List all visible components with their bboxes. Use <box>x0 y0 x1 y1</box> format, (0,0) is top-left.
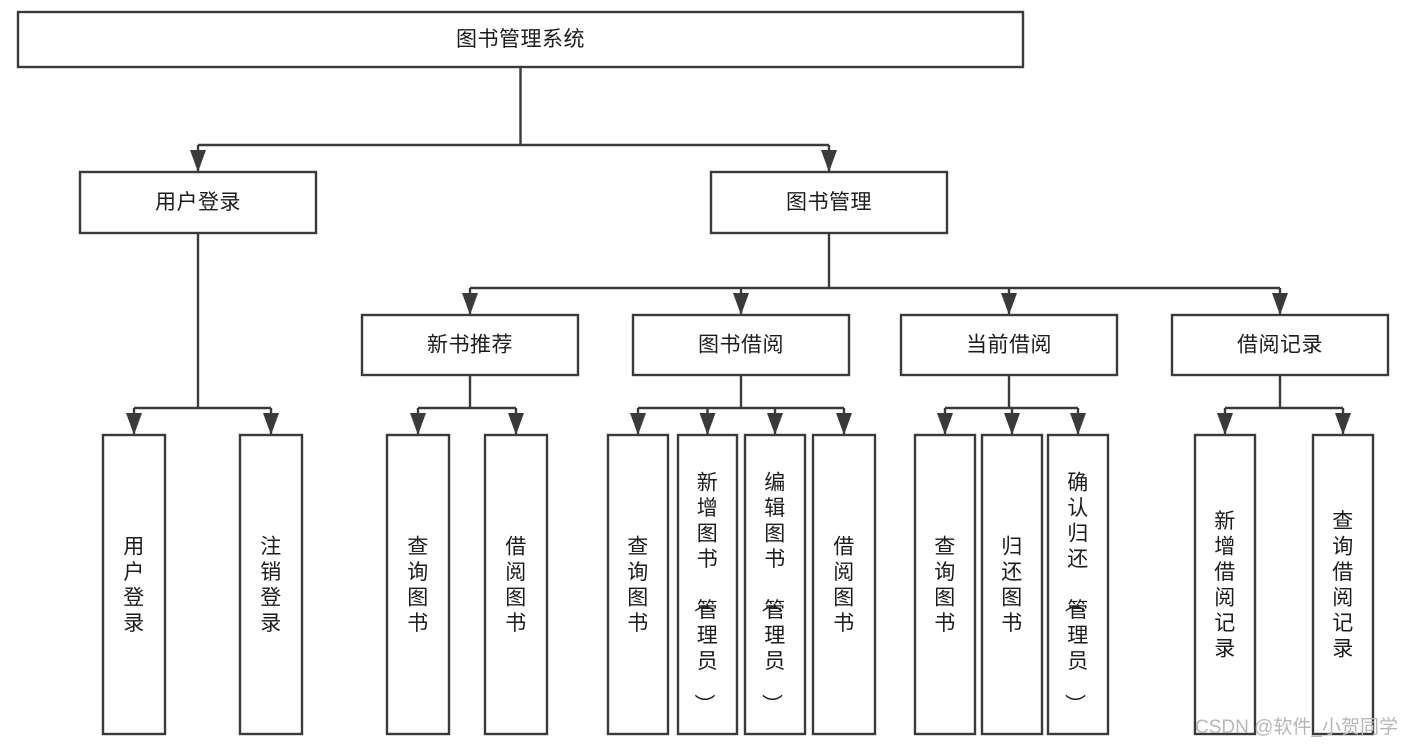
arrow-head-icon <box>126 413 142 435</box>
node-label: 借阅图书 <box>833 535 855 635</box>
node-query-borrow-record[interactable]: 查询借阅记录 <box>1311 433 1375 736</box>
arrow-head-icon <box>1070 413 1086 435</box>
arrow-head-icon <box>836 413 852 435</box>
node-box <box>238 433 304 736</box>
node-return-book[interactable]: 归还图书 <box>980 433 1044 736</box>
node-box <box>980 433 1044 736</box>
node-box <box>743 433 807 736</box>
node-borrow-record[interactable]: 借阅记录 <box>1170 313 1390 377</box>
node-query-book-3[interactable]: 查询图书 <box>913 433 977 736</box>
node-label: 借阅图书 <box>505 535 527 635</box>
arrow-head-icon <box>190 150 206 172</box>
arrow-head-icon <box>733 293 749 315</box>
node-label: 注销登录 <box>260 535 282 635</box>
node-box <box>606 433 670 736</box>
node-query-book-1[interactable]: 查询图书 <box>385 433 451 736</box>
node-user-logout-leaf[interactable]: 注销登录 <box>238 433 304 736</box>
arrow-head-icon <box>1001 293 1017 315</box>
node-user-login-leaf[interactable]: 用户登录 <box>101 433 167 736</box>
node-book-manage[interactable]: 图书管理 <box>709 170 949 235</box>
node-user-login[interactable]: 用户登录 <box>78 170 318 235</box>
node-box <box>1311 433 1375 736</box>
arrow-head-icon <box>263 413 279 435</box>
node-edit-book-admin[interactable]: 编辑图书（管理员） <box>743 433 807 736</box>
arrow-head-icon <box>508 413 524 435</box>
node-label: 当前借阅 <box>966 334 1052 357</box>
arrow-head-icon <box>1272 293 1288 315</box>
node-label: 图书管理系统 <box>456 28 585 51</box>
node-box <box>899 313 1119 377</box>
node-label: 用户登录 <box>123 535 145 635</box>
node-box <box>676 433 739 736</box>
node-label: 查询借阅记录 <box>1332 510 1354 661</box>
node-book-borrow[interactable]: 图书借阅 <box>631 313 851 377</box>
node-box <box>16 10 1025 69</box>
node-root[interactable]: 图书管理系统 <box>16 10 1025 69</box>
node-box <box>709 170 949 235</box>
node-label: 查询图书 <box>934 535 956 635</box>
node-box <box>483 433 549 736</box>
node-box <box>1170 313 1390 377</box>
node-add-borrow-record[interactable]: 新增借阅记录 <box>1193 433 1257 736</box>
arrow-head-icon <box>767 413 783 435</box>
node-box <box>631 313 851 377</box>
node-label: 编辑图书（管理员） <box>759 472 786 716</box>
arrow-head-icon <box>1004 413 1020 435</box>
node-label: 图书管理 <box>786 191 872 214</box>
node-box <box>811 433 877 736</box>
node-box <box>385 433 451 736</box>
node-current-borrow[interactable]: 当前借阅 <box>899 313 1119 377</box>
arrow-head-icon <box>462 293 478 315</box>
csdn-watermark: CSDN @软件_小贺同学 <box>1195 716 1398 738</box>
arrow-head-icon <box>821 150 837 172</box>
node-box <box>101 433 167 736</box>
node-label: 新增图书（管理员） <box>692 472 719 716</box>
node-label: 查询图书 <box>627 535 649 635</box>
node-box <box>1193 433 1257 736</box>
node-box <box>913 433 977 736</box>
node-confirm-return-admin[interactable]: 确认归还（管理员） <box>1046 433 1110 736</box>
arrow-head-icon <box>1335 413 1351 435</box>
node-label: 新书推荐 <box>427 334 513 357</box>
node-label: 归还图书 <box>1001 535 1023 635</box>
arrow-head-icon <box>630 413 646 435</box>
node-label: 借阅记录 <box>1237 334 1323 357</box>
node-add-book-admin[interactable]: 新增图书（管理员） <box>676 433 739 736</box>
arrow-head-icon <box>410 413 426 435</box>
node-new-book-recommend[interactable]: 新书推荐 <box>360 313 580 377</box>
node-label: 确认归还（管理员） <box>1062 472 1089 716</box>
node-label: 新增借阅记录 <box>1214 510 1236 661</box>
node-borrow-book-1[interactable]: 借阅图书 <box>483 433 549 736</box>
node-query-book-2[interactable]: 查询图书 <box>606 433 670 736</box>
node-label: 用户登录 <box>155 191 241 214</box>
node-borrow-book-2[interactable]: 借阅图书 <box>811 433 877 736</box>
arrow-head-icon <box>699 413 716 435</box>
node-box <box>1046 433 1110 736</box>
node-label: 图书借阅 <box>698 334 784 357</box>
arrow-head-icon <box>937 413 953 435</box>
arrow-head-icon <box>1217 413 1233 435</box>
node-label: 查询图书 <box>407 535 429 635</box>
